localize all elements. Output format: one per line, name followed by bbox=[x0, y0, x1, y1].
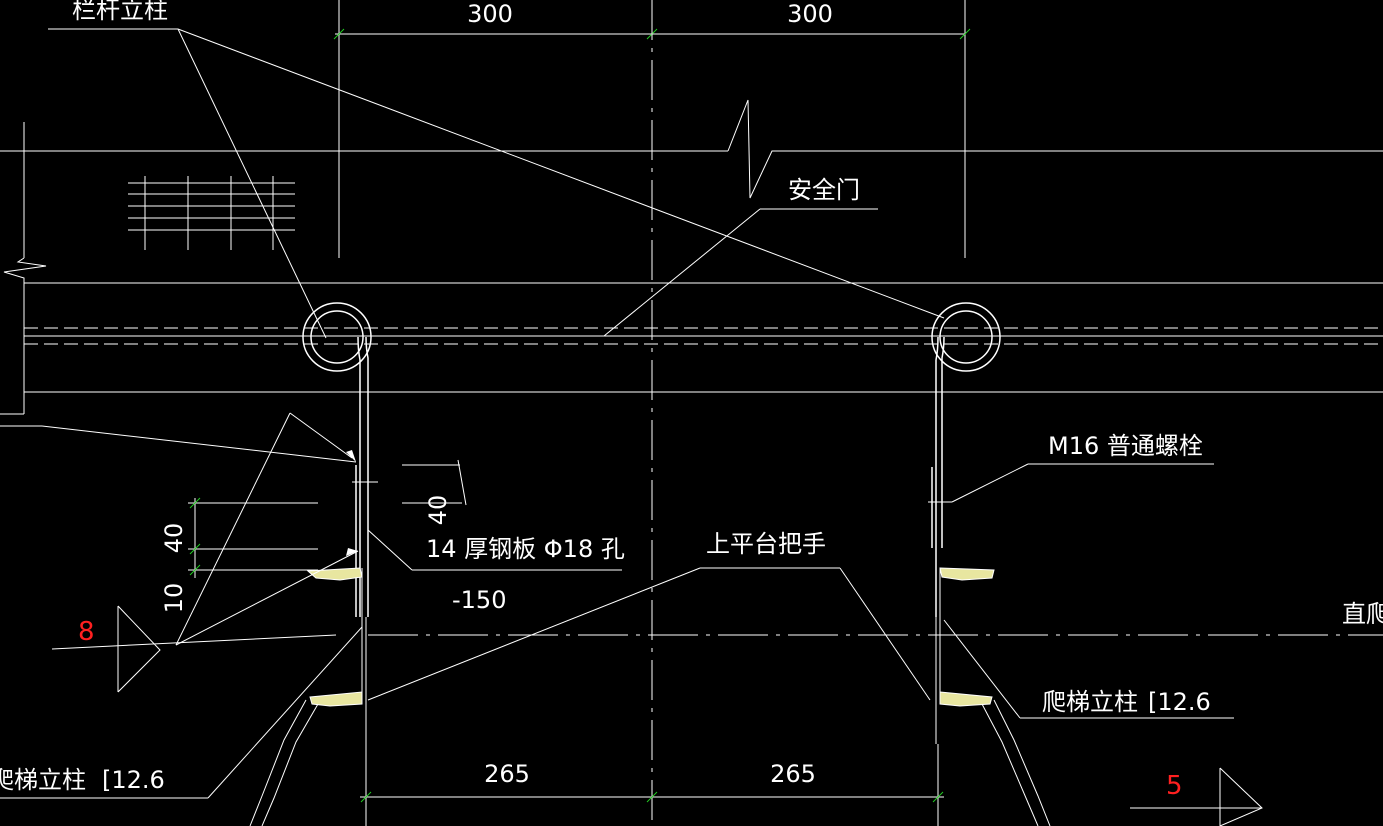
label-ladder-post-right-spec: [12.6 bbox=[1148, 688, 1211, 716]
railing-post-right bbox=[931, 302, 1001, 372]
label-ladder-post-left: 爬梯立柱 bbox=[0, 766, 86, 794]
label-top-handrail: 上平台把手 bbox=[706, 530, 826, 558]
channel-webs bbox=[361, 568, 941, 744]
railing-post-left bbox=[302, 302, 372, 372]
label-ladder-post-left-spec: [12.6 bbox=[102, 766, 165, 794]
dim-top-left: 300 bbox=[467, 0, 513, 28]
upper-frame bbox=[0, 99, 1383, 415]
dim-bottom-right: 265 bbox=[770, 760, 816, 788]
dim-v-10: 10 bbox=[160, 583, 188, 614]
label-safety-door: 安全门 bbox=[788, 176, 860, 204]
channel-steel-right bbox=[939, 567, 995, 707]
left-vertical-dims bbox=[188, 497, 318, 578]
grid-hatch bbox=[128, 176, 295, 250]
dim-v-40: 40 bbox=[160, 523, 188, 554]
weld-reference-line bbox=[51, 634, 337, 650]
rail-dashed bbox=[24, 327, 1383, 345]
label-plate: 14 厚钢板 Φ18 孔 bbox=[426, 535, 625, 563]
label-bolt: M16 普通螺栓 bbox=[1048, 432, 1203, 460]
arrowhead-bottom bbox=[346, 548, 358, 556]
label-ladder-post-right: 爬梯立柱 bbox=[1042, 688, 1138, 716]
arrowhead-top bbox=[346, 450, 356, 462]
top-dimension bbox=[333, 0, 971, 258]
dim-top-right: 300 bbox=[787, 0, 833, 28]
weld-marker-left: 8 bbox=[78, 617, 95, 647]
leaders bbox=[0, 28, 1263, 826]
label-straight-ladder: 直爬梯 bbox=[1342, 600, 1383, 628]
weld-marker-right: 5 bbox=[1166, 771, 1183, 801]
channel-steel-left bbox=[306, 567, 363, 707]
label-plate-length: -150 bbox=[452, 586, 506, 614]
label-railing-post: 栏杆立柱 bbox=[72, 0, 168, 24]
ladder-rails bbox=[249, 699, 1051, 826]
dim-bottom-left: 265 bbox=[484, 760, 530, 788]
handrail-bars bbox=[355, 336, 945, 617]
bottom-dimension bbox=[360, 744, 944, 826]
dim-v-40-small: 40 bbox=[424, 495, 452, 526]
plate-dim bbox=[402, 459, 467, 506]
